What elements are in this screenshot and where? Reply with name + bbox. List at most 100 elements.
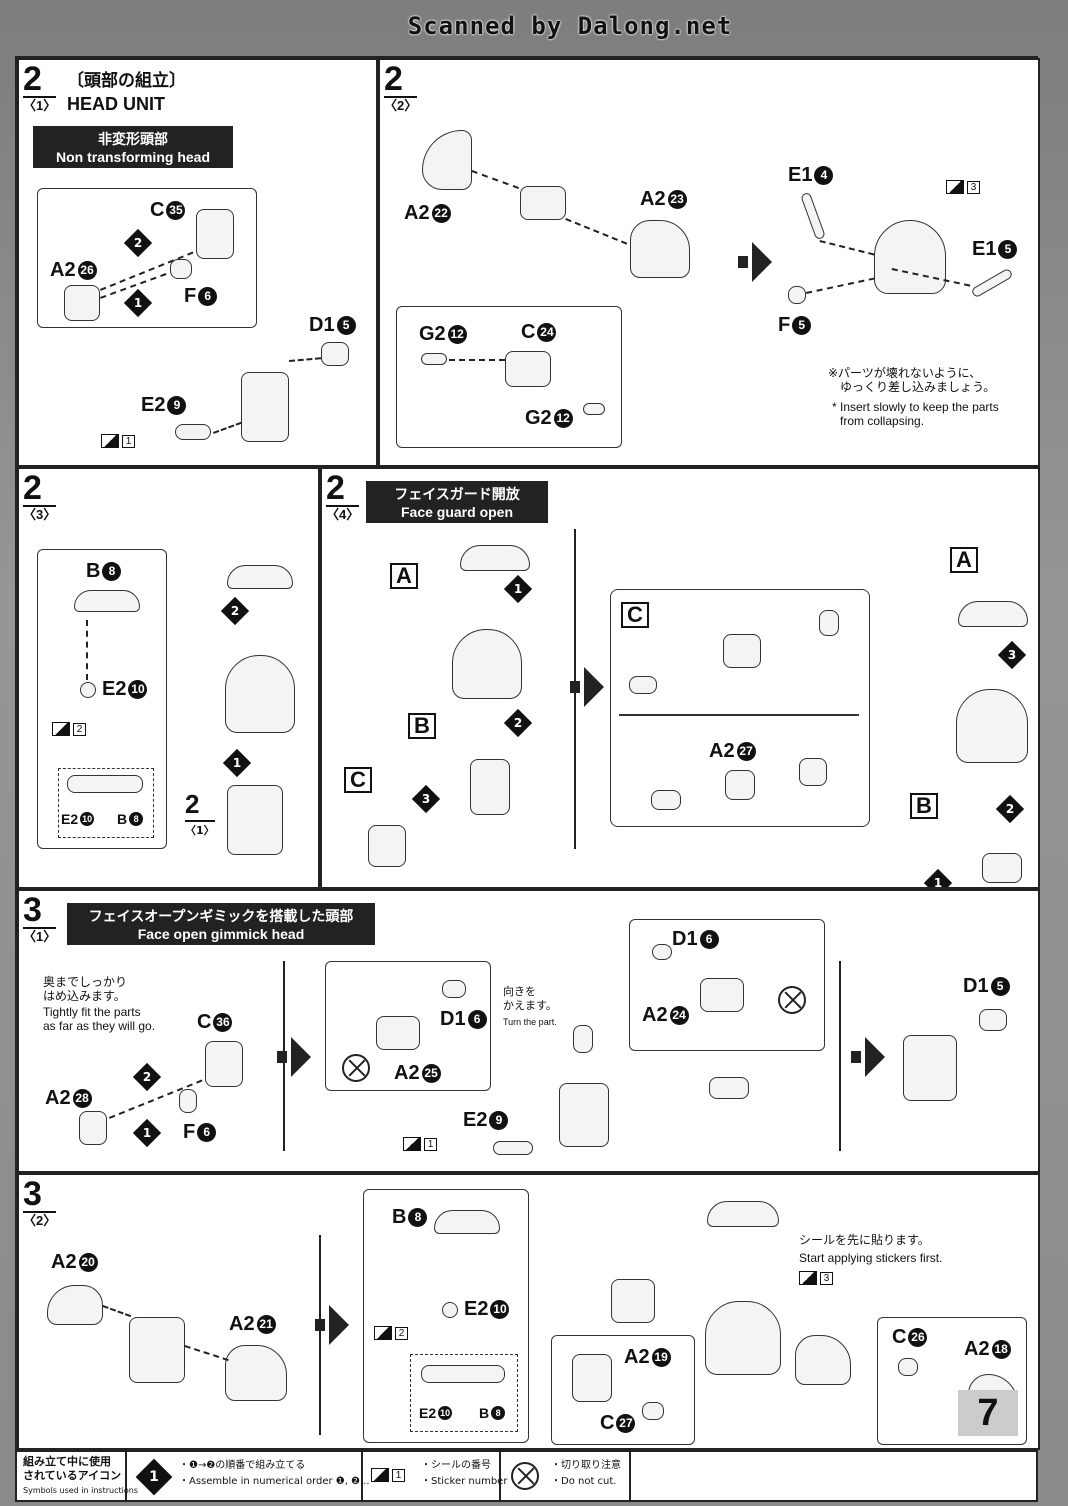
part-c27-shape bbox=[642, 1402, 664, 1420]
part-c24-shape bbox=[505, 351, 551, 387]
step-diamond-icon: 1 bbox=[135, 1458, 173, 1496]
sticker-icon bbox=[946, 180, 964, 194]
sticker-icon bbox=[374, 1326, 392, 1340]
assembly-guide-line bbox=[819, 240, 875, 256]
part-e210-shape bbox=[80, 682, 96, 698]
sticker-first-note-en: Start applying stickers first. bbox=[799, 1251, 943, 1265]
part-d15-shape bbox=[979, 1009, 1007, 1031]
part-f6-shape bbox=[179, 1089, 197, 1113]
step-1-icon: 1 bbox=[503, 574, 533, 604]
assembly-guide-line bbox=[184, 1345, 229, 1362]
faceguard-a-shape bbox=[460, 545, 530, 571]
banner-en: Non transforming head bbox=[55, 149, 210, 165]
sticker-marker: 1 bbox=[101, 434, 135, 448]
head-assembly-shape bbox=[129, 1317, 185, 1383]
part-d15-shape bbox=[321, 342, 349, 366]
sticker-marker: 2 bbox=[52, 722, 86, 736]
part-c-piece-shape bbox=[629, 676, 657, 694]
part-a228-shape bbox=[79, 1111, 107, 1145]
next-arrow-icon bbox=[315, 1305, 349, 1345]
next-arrow-icon bbox=[851, 1037, 885, 1077]
sub-step-number: 〈2〉 bbox=[23, 1211, 57, 1228]
next-arrow-icon bbox=[570, 667, 604, 707]
section-title-jp: 〔頭部の組立〕 bbox=[67, 71, 186, 91]
scan-credit: Scanned by Dalong.net bbox=[407, 12, 733, 40]
part-turned-shape bbox=[573, 1025, 593, 1053]
variant-banner: フェイスオープンギミックを搭載した頭部 Face open gimmick he… bbox=[67, 903, 375, 945]
part-e210-shape bbox=[442, 1302, 458, 1318]
caution-note-jp: ※パーツが壊れないように、ゆっくり差し込みましょう。 bbox=[828, 366, 996, 394]
part-f6-shape bbox=[170, 259, 192, 279]
faceguard-top-shape bbox=[707, 1201, 779, 1227]
legend-sticker: 1 ・シールの番号 ・Sticker number bbox=[363, 1452, 507, 1502]
head-assembled-shape bbox=[705, 1301, 781, 1375]
sticker-icon bbox=[403, 1137, 421, 1151]
legend-cut: ・切り取り注意 ・Do not cut. bbox=[501, 1452, 631, 1502]
next-arrow-icon bbox=[738, 242, 772, 282]
part-a221-shape bbox=[225, 1345, 287, 1401]
part-c-piece-shape bbox=[651, 790, 681, 810]
sub-step-number: 〈2〉 bbox=[384, 96, 418, 113]
part-f5-shape bbox=[788, 286, 806, 304]
assembly-guide-line bbox=[289, 357, 322, 362]
helmet-shell-shape bbox=[422, 130, 472, 190]
step-number: 2 bbox=[384, 60, 403, 98]
step-3-icon: 3 bbox=[411, 784, 441, 814]
sub-step-number: 〈3〉 bbox=[23, 505, 57, 522]
turn-note-en: Turn the part. bbox=[503, 1017, 557, 1027]
banner-jp: 非変形頭部 bbox=[98, 132, 168, 148]
sticker-icon bbox=[52, 722, 70, 736]
reference-step: 2 〈1〉 bbox=[185, 789, 215, 837]
panel-step-2-4: 2 〈4〉 フェイスガード開放 Face guard open A 1 2 B … bbox=[320, 467, 1040, 889]
part-a219-shape bbox=[572, 1354, 612, 1402]
sub-step-number: 〈1〉 bbox=[23, 927, 57, 944]
part-b8-side-shape bbox=[421, 1365, 505, 1383]
step-1-icon: 1 bbox=[123, 288, 153, 318]
banner-en: Face guard open bbox=[400, 504, 514, 520]
do-not-cut-icon bbox=[511, 1462, 539, 1490]
part-d16-shape bbox=[652, 944, 672, 960]
head-assembly-shape bbox=[559, 1083, 609, 1147]
head-base-shape bbox=[227, 785, 283, 855]
part-a224-placed-shape bbox=[709, 1077, 749, 1099]
part-cheek-shape bbox=[611, 1279, 655, 1323]
part-d16-shape bbox=[442, 980, 466, 998]
sticker-marker: 2 bbox=[374, 1326, 408, 1340]
part-c-open-shape bbox=[723, 634, 761, 668]
part-c-piece-shape bbox=[799, 758, 827, 786]
step-1-icon: 1 bbox=[222, 748, 252, 778]
assembly-guide-line bbox=[86, 620, 88, 680]
head-assembled-shape bbox=[452, 629, 522, 699]
sub-step-number: 〈4〉 bbox=[326, 505, 360, 522]
do-not-cut-icon bbox=[778, 986, 806, 1014]
